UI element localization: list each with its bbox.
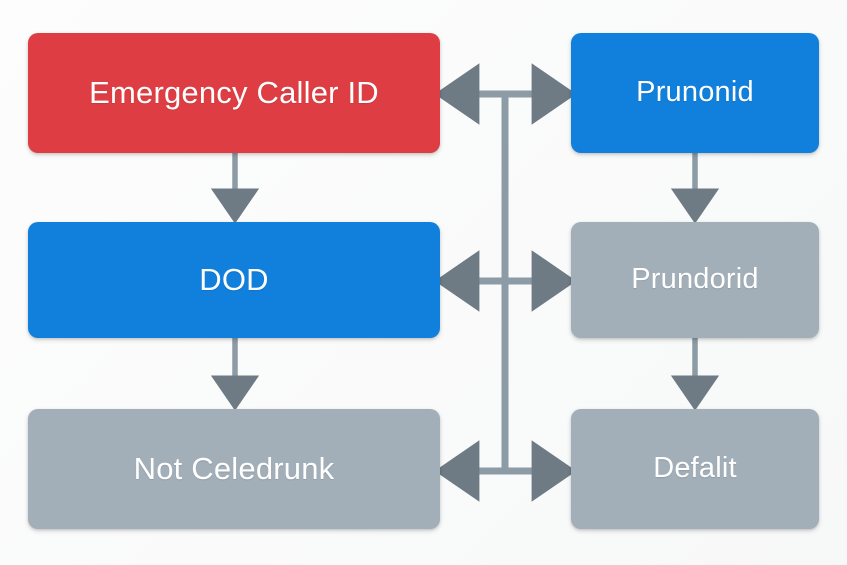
node-prundorid[interactable]: Prundorid xyxy=(571,222,819,338)
node-label: Prunonid xyxy=(636,76,754,109)
node-label: DOD xyxy=(199,261,269,297)
node-label: Not Celedrunk xyxy=(133,450,335,486)
node-label: Defalit xyxy=(653,452,737,485)
node-emergency-caller-id[interactable]: Emergency Caller ID xyxy=(28,33,440,153)
node-defalit[interactable]: Defalit xyxy=(571,409,819,529)
node-dod[interactable]: DOD xyxy=(28,222,440,338)
node-label: Prundorid xyxy=(631,263,759,296)
node-prunonid[interactable]: Prunonid xyxy=(571,33,819,153)
node-label: Emergency Caller ID xyxy=(89,74,379,110)
node-not-celedrunk[interactable]: Not Celedrunk xyxy=(28,409,440,529)
